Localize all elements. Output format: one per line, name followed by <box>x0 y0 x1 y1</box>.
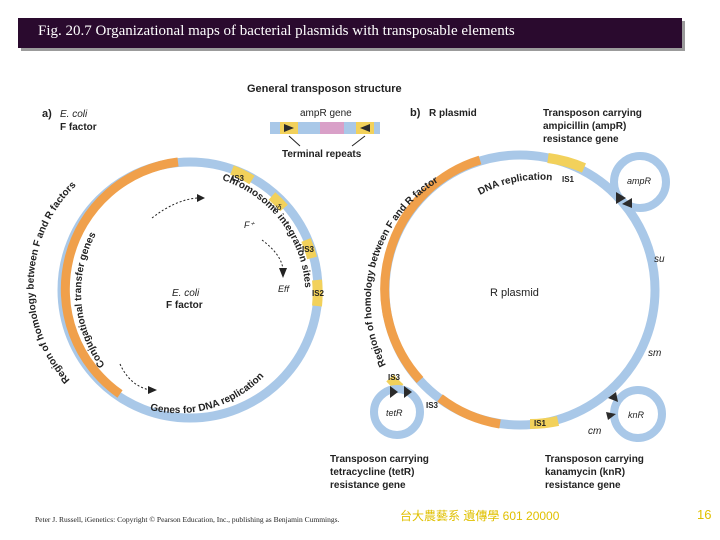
page-number: 16 <box>697 507 712 522</box>
amp-loop-label: ampR <box>627 176 652 186</box>
slide-title: Fig. 20.7 Organizational maps of bacteri… <box>38 23 515 39</box>
f-plus-label: F⁺ <box>244 220 255 230</box>
svg-text:tetracycline (tetR): tetracycline (tetR) <box>330 467 414 478</box>
arrowhead-a-replication <box>148 386 157 394</box>
is-element-b-2: IS3 <box>388 373 401 382</box>
tet-loop-label: tetR <box>386 408 403 418</box>
transposon-structure-title: General transposon structure <box>247 83 402 95</box>
arrow-a-transfer <box>151 197 198 219</box>
homology-label-b: Region of homology between F and R facto… <box>363 175 440 369</box>
course-label: 台大農藝系 遺傳學 601 20000 <box>400 509 560 523</box>
amp-gene-label: ampR gene <box>300 108 352 119</box>
f-factor-ring <box>57 157 323 423</box>
amp-loop <box>610 152 670 212</box>
svg-text:Transposon carrying: Transposon carrying <box>543 108 642 119</box>
svg-text:resistance gene: resistance gene <box>545 480 621 491</box>
terminal-repeats-label: Terminal repeats <box>282 149 362 160</box>
svg-text:kanamycin (knR): kanamycin (knR) <box>545 467 625 478</box>
gene-sm: sm <box>648 348 661 359</box>
amp-caption: Transposon carrying ampicillin (ampR) re… <box>543 108 642 145</box>
is-element-b-3: IS3 <box>426 401 439 410</box>
transposon-bar <box>270 122 380 147</box>
panel-b-label: R plasmid <box>429 108 477 119</box>
tet-loop <box>370 385 424 439</box>
is-element-a-3: IS3 <box>302 245 315 254</box>
title-bar: Fig. 20.7 Organizational maps of bacteri… <box>18 18 682 48</box>
is-element-a-1: IS3 <box>232 174 245 183</box>
is-element-b-1: IS1 <box>562 175 575 184</box>
svg-text:ampicillin (ampR): ampicillin (ampR) <box>543 121 626 132</box>
dna-replication-label-a: Genes for DNA replication <box>149 371 266 417</box>
panel-a-letter: a) <box>42 108 52 120</box>
dna-replication-label-b: DNA replication <box>476 172 553 198</box>
panel-a-label-1: E. coli <box>60 109 88 120</box>
arrow-a-replication <box>119 363 151 391</box>
svg-text:Transposon carrying: Transposon carrying <box>330 454 429 465</box>
panel-a-label-2: F factor <box>60 122 97 133</box>
svg-text:resistance gene: resistance gene <box>330 480 406 491</box>
kn-loop <box>606 386 666 442</box>
is-element-a-2: γδ <box>273 203 282 212</box>
svg-text:resistance gene: resistance gene <box>543 134 619 145</box>
copyright-footer: Peter J. Russell, iGenetics: Copyright ©… <box>35 515 340 524</box>
gene-su: su <box>654 254 665 265</box>
arrow-a-eff <box>261 239 284 271</box>
eff-label: Eff <box>278 284 291 294</box>
center-b-label: R plasmid <box>490 287 539 299</box>
center-a-line1: E. coli <box>172 288 200 299</box>
homology-label-a: Region of homology between F and R facto… <box>26 179 79 385</box>
gene-cm: cm <box>588 426 601 437</box>
arrowhead-a-transfer <box>197 194 205 202</box>
arrowhead-a-eff <box>279 268 287 278</box>
r-plasmid-ring <box>380 150 660 430</box>
center-a-line2: F factor <box>166 300 203 311</box>
kn-loop-label: knR <box>628 410 645 420</box>
tet-caption: Transposon carrying tetracycline (tetR) … <box>330 454 429 491</box>
panel-b-letter: b) <box>410 107 421 119</box>
is-element-b-4: IS1 <box>534 419 547 428</box>
is-element-a-4: IS2 <box>312 289 325 298</box>
svg-text:Transposon carrying: Transposon carrying <box>545 454 644 465</box>
kn-caption: Transposon carrying kanamycin (knR) resi… <box>545 454 644 491</box>
